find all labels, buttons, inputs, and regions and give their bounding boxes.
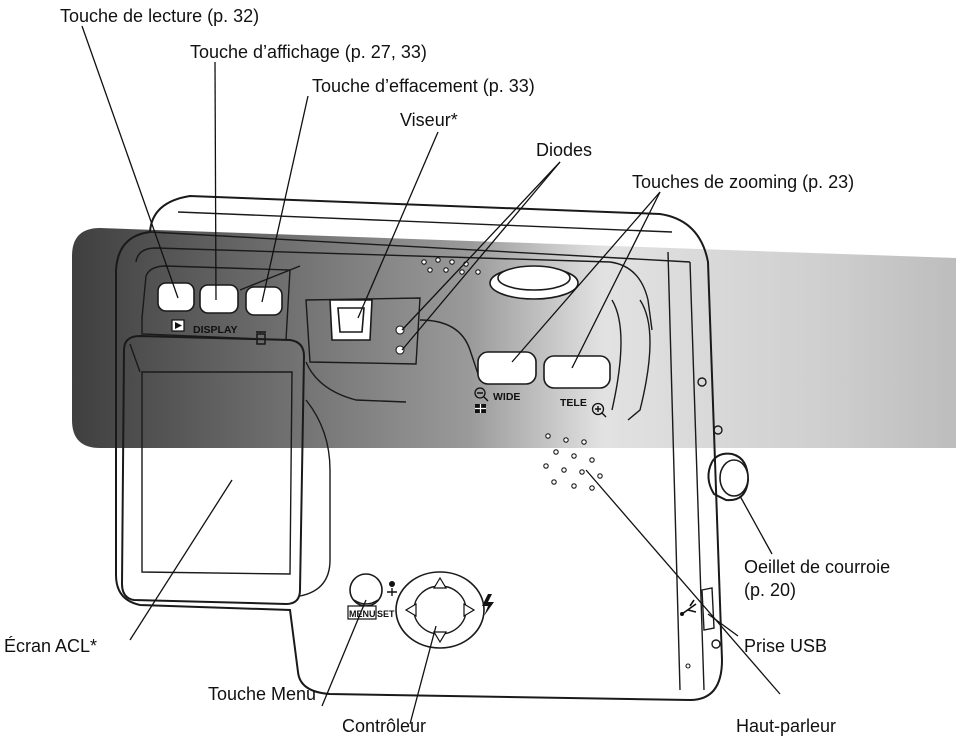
lcd-screen	[120, 334, 306, 606]
zoom-out-icon	[474, 387, 489, 402]
display-button[interactable]	[199, 284, 239, 314]
background-band	[72, 228, 956, 448]
zoom-wide-button[interactable]	[477, 351, 537, 385]
top-button-panel: DISPLAY	[141, 265, 301, 345]
leader-controller	[409, 625, 437, 725]
label-menu-button: Touche Menu	[208, 684, 316, 704]
leader-display	[214, 61, 217, 301]
side-hole	[685, 663, 691, 669]
play-icon	[171, 319, 185, 332]
label-display-button: Touche d’affichage (p. 27, 33)	[190, 42, 427, 62]
label-speaker: Haut-parleur	[736, 716, 836, 736]
leader-zoom-1	[511, 191, 661, 363]
macro-flower-icon	[387, 581, 397, 596]
side-screw-lower	[711, 639, 721, 649]
strap-eyelet	[707, 452, 750, 502]
leader-lines	[81, 25, 781, 725]
tele-mark: TELE	[560, 397, 587, 409]
usb-port	[680, 587, 715, 631]
label-zoom-buttons: Touches de zooming (p. 23)	[632, 172, 854, 192]
zoom-tele-button[interactable]	[543, 355, 611, 389]
label-strap-eyelet-page: (p. 20)	[744, 580, 796, 600]
wide-mark: WIDE	[493, 391, 520, 403]
label-controller: Contrôleur	[342, 716, 426, 736]
leader-zoom-2	[571, 191, 661, 369]
controller[interactable]	[395, 571, 494, 649]
leader-diodes-2	[401, 161, 561, 351]
diode-lower	[395, 345, 405, 355]
leader-speaker	[585, 469, 781, 695]
label-delete-button: Touche d’effacement (p. 33)	[312, 76, 535, 96]
label-strap-eyelet: Oeillet de courroie	[744, 557, 890, 577]
playback-button[interactable]	[157, 282, 195, 312]
display-mark: DISPLAY	[193, 324, 238, 336]
shutter-button	[489, 265, 579, 300]
camera-body	[115, 194, 724, 702]
leader-usb	[707, 613, 739, 637]
label-diodes: Diodes	[536, 140, 592, 160]
leader-menu	[321, 599, 367, 707]
usb-icon	[680, 599, 697, 616]
diode-upper	[395, 325, 405, 335]
leader-strap	[739, 495, 773, 555]
side-screw-upper	[697, 377, 707, 387]
label-viewfinder: Viseur*	[400, 110, 458, 130]
speaker-grille	[543, 433, 603, 491]
index-grid-icon	[475, 404, 486, 413]
leader-delete	[261, 95, 309, 303]
label-usb-port: Prise USB	[744, 636, 827, 656]
set-mark: SET	[377, 609, 395, 619]
leader-playback	[81, 25, 179, 299]
flash-icon	[482, 594, 494, 616]
delete-button[interactable]	[245, 286, 283, 316]
side-screw-middle	[713, 425, 723, 435]
leader-diodes-1	[401, 161, 561, 331]
zoom-in-icon	[591, 402, 607, 418]
zoom-buttons: WIDE TELE	[474, 351, 611, 418]
menu-button-group: MENU SET	[347, 573, 397, 620]
menu-mark: MENU	[349, 609, 376, 619]
label-playback-button: Touche de lecture (p. 32)	[60, 6, 259, 26]
leader-lcd	[129, 479, 233, 641]
label-lcd-screen: Écran ACL*	[4, 636, 97, 656]
leader-viewfinder	[357, 131, 439, 319]
top-dots	[421, 257, 481, 275]
